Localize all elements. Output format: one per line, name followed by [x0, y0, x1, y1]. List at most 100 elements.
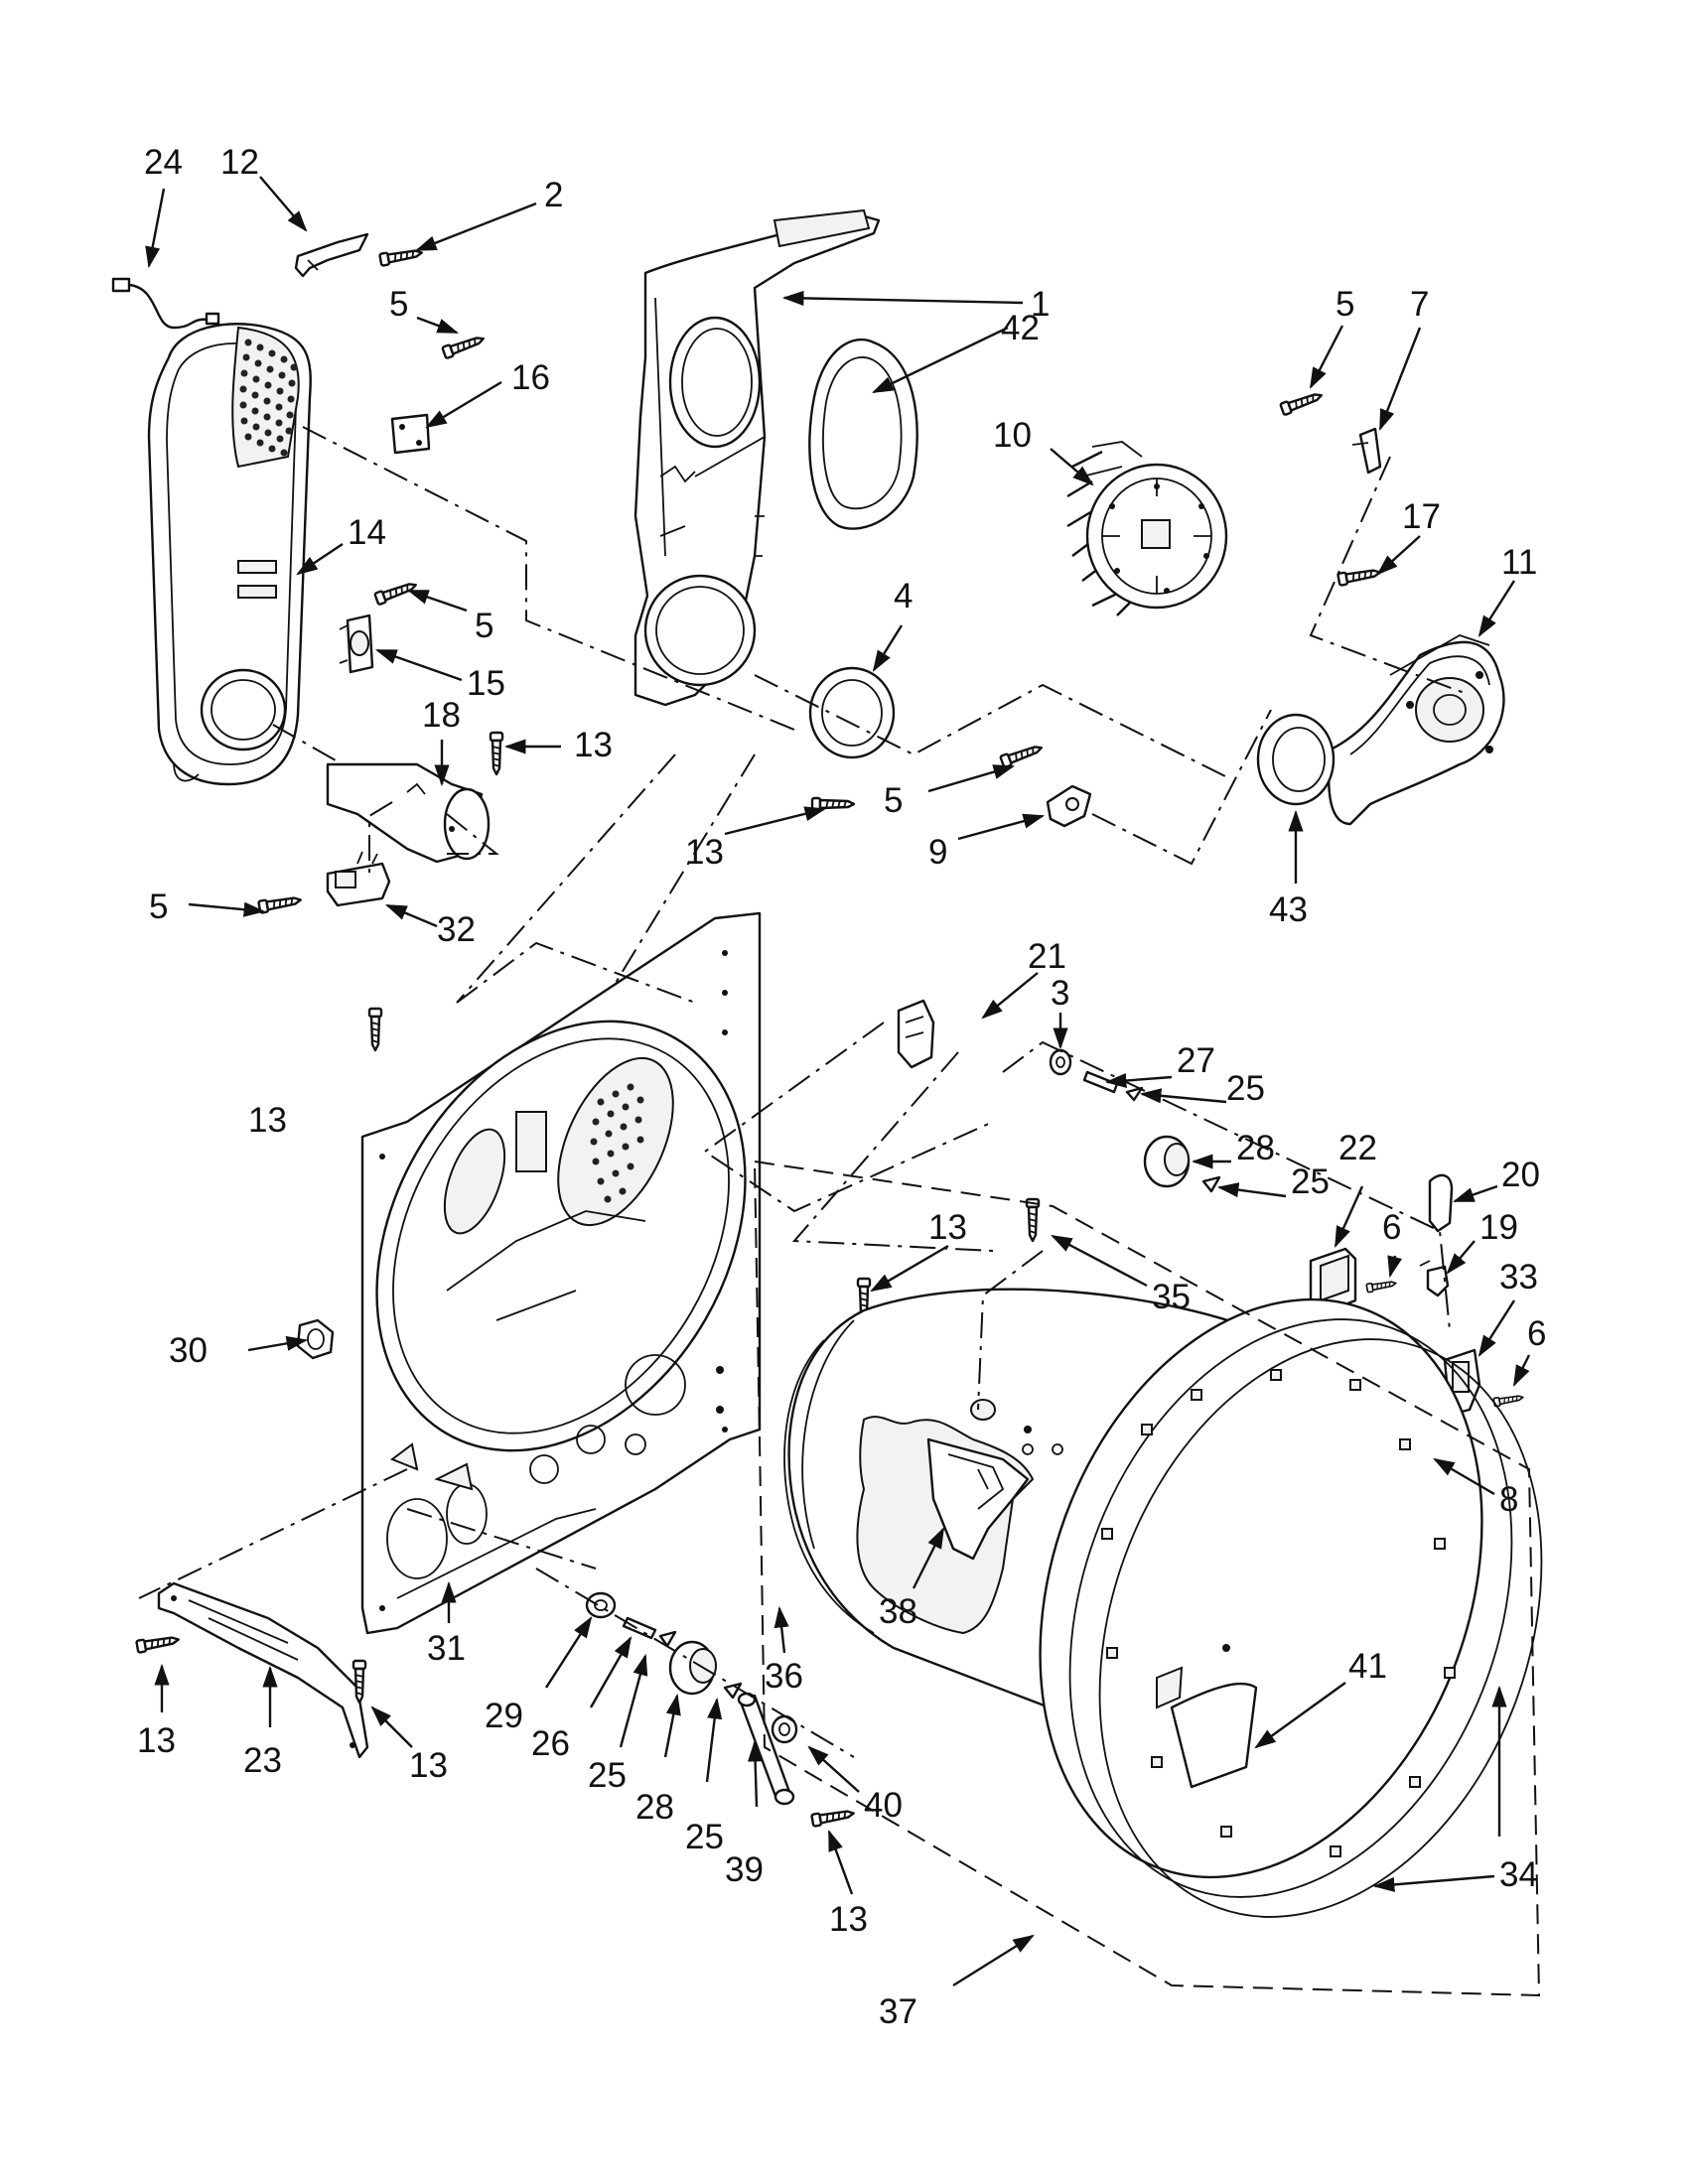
callout-25b: 25	[1291, 1162, 1330, 1201]
seal-42	[808, 338, 918, 530]
seal-43	[1256, 713, 1336, 806]
callout-25a: 25	[1226, 1069, 1265, 1108]
bracket-23	[157, 1581, 369, 1759]
switch-22	[1309, 1247, 1357, 1314]
screw-35	[1025, 1197, 1041, 1243]
callout-41: 41	[1348, 1647, 1387, 1686]
callout-5d: 5	[884, 781, 903, 820]
callout-13d: 13	[928, 1208, 967, 1247]
bracket-9	[1046, 784, 1092, 828]
callout-21: 21	[1028, 937, 1066, 976]
callout-31: 31	[427, 1629, 466, 1668]
callout-1: 1	[1031, 285, 1050, 324]
screw-13g	[352, 1659, 367, 1705]
drum-tabs	[1101, 1369, 1456, 1857]
roller-28a	[1143, 1135, 1191, 1188]
callout-22: 22	[1338, 1129, 1377, 1167]
callout-20: 20	[1501, 1156, 1540, 1194]
baffle-41	[1156, 1644, 1258, 1789]
lamp-socket-19	[1419, 1260, 1450, 1297]
blower-cover-11	[1328, 634, 1505, 826]
callout-11: 11	[1501, 543, 1537, 582]
clip-25c	[658, 1630, 677, 1648]
screw-17	[1336, 565, 1382, 587]
blower-wheel-10	[1066, 441, 1228, 616]
callout-5c: 5	[149, 887, 168, 926]
drum-seal-34	[1039, 1297, 1543, 1918]
callout-13a: 13	[574, 726, 613, 764]
bracket-16	[390, 413, 431, 455]
screw-13f	[135, 1632, 181, 1654]
screw-5e	[1279, 388, 1326, 417]
callout-5b: 5	[475, 607, 493, 645]
callout-14: 14	[348, 513, 386, 552]
callout-4: 4	[894, 577, 913, 615]
callout-43: 43	[1269, 890, 1308, 929]
bulkhead-31	[360, 911, 762, 1635]
callout-2: 2	[544, 176, 563, 214]
callout-17: 17	[1402, 497, 1441, 536]
callout-13c: 13	[248, 1101, 287, 1140]
callout-19: 19	[1479, 1208, 1518, 1247]
baffle-38	[856, 1416, 1035, 1635]
callout-7: 7	[1410, 285, 1429, 324]
clip-12	[294, 232, 369, 278]
callout-13e: 13	[829, 1900, 868, 1939]
callout-28a: 28	[1236, 1129, 1275, 1167]
clip-25b	[1201, 1175, 1221, 1193]
callout-29: 29	[485, 1697, 523, 1735]
bracket-32	[326, 851, 391, 907]
exhaust-duct-18	[326, 762, 491, 864]
callout-6b: 6	[1527, 1314, 1546, 1353]
callout-15: 15	[467, 664, 505, 703]
seal-ring-4	[808, 666, 896, 759]
washer-29	[585, 1591, 617, 1619]
drum-outline-dashes	[753, 1160, 1541, 1997]
callout-38: 38	[879, 1592, 917, 1631]
callout-27: 27	[1177, 1041, 1215, 1080]
callout-37: 37	[879, 1992, 917, 2031]
callout-42: 42	[1001, 309, 1040, 347]
callout-23: 23	[243, 1741, 282, 1780]
callout-5a: 5	[389, 285, 408, 324]
callout-33: 33	[1499, 1258, 1538, 1297]
callout-26: 26	[531, 1724, 570, 1763]
callout-5e: 5	[1336, 285, 1354, 324]
washer-3	[1049, 1048, 1072, 1076]
leader-lines	[145, 176, 1531, 1987]
callout-labels: 24 12 2 1 42 5 16 14 5 15 18 13 5 32 4 1…	[137, 143, 1546, 2031]
thermistor-15	[339, 614, 374, 674]
nut-30	[296, 1318, 335, 1360]
lamp-20	[1428, 1173, 1454, 1233]
callout-6a: 6	[1382, 1208, 1401, 1247]
glide-pad-21	[897, 999, 935, 1069]
callout-8: 8	[1499, 1480, 1518, 1519]
screw-13b	[810, 796, 856, 812]
screw-2	[378, 245, 424, 267]
blower-housing-1	[633, 208, 881, 707]
callout-12: 12	[220, 143, 259, 182]
callout-13f: 13	[137, 1721, 176, 1760]
callout-35: 35	[1152, 1278, 1191, 1316]
axle-26	[622, 1616, 657, 1640]
callout-13b: 13	[685, 833, 724, 872]
callout-25c: 25	[588, 1756, 627, 1795]
callout-39: 39	[725, 1850, 764, 1889]
callout-34: 34	[1499, 1855, 1538, 1894]
callout-13g: 13	[409, 1746, 448, 1785]
clip-25a	[1125, 1086, 1144, 1102]
bulkhead-perforations	[590, 1083, 644, 1203]
screw-5d	[999, 741, 1046, 769]
callout-30: 30	[169, 1331, 208, 1370]
screw-6a	[1365, 1278, 1398, 1294]
assembly-lines	[138, 426, 1471, 1758]
screw-13e	[810, 1806, 856, 1828]
callout-10: 10	[993, 416, 1032, 455]
screw-13a	[489, 731, 504, 776]
callout-36: 36	[765, 1657, 803, 1696]
callout-40: 40	[864, 1786, 903, 1825]
callout-9: 9	[928, 833, 947, 872]
callout-25d: 25	[685, 1818, 724, 1856]
lint-duct-14	[147, 323, 312, 786]
